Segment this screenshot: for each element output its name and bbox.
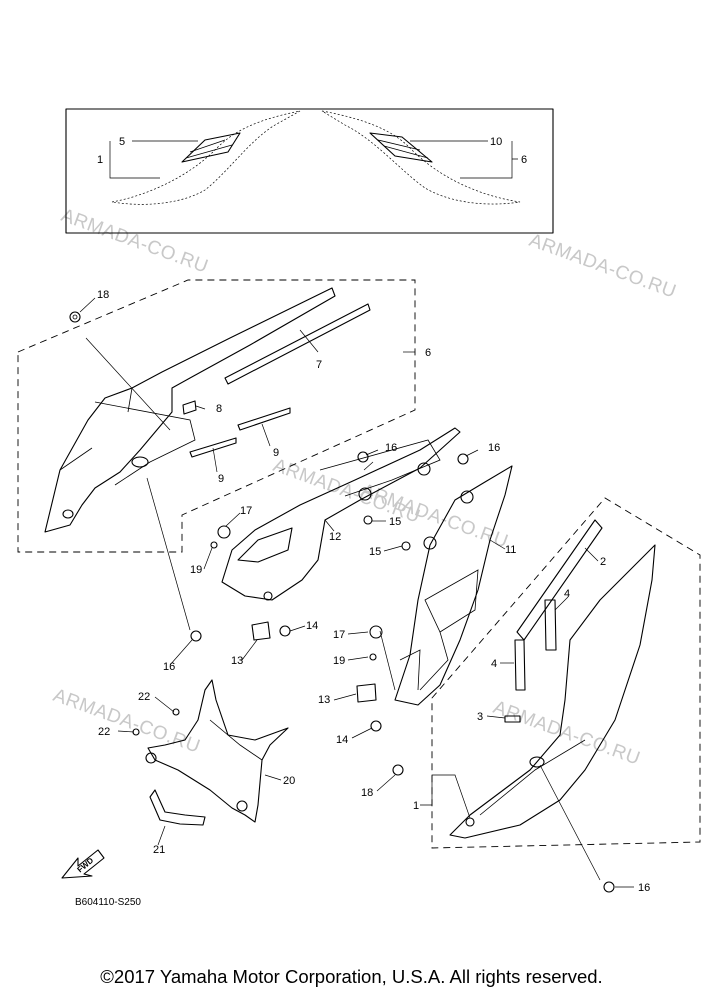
callout-label: 20 [283, 775, 295, 787]
watermark: ARMADA-CO.RU [490, 697, 643, 770]
fastener-parts [132, 451, 615, 893]
copyright-notice: ©2017 Yamaha Motor Corporation, U.S.A. A… [100, 966, 603, 987]
callout-label: 14 [336, 734, 348, 746]
watermark: ARMADA-CO.RU [358, 480, 511, 553]
callout-label: 5 [119, 136, 125, 148]
callout-label: 16 [488, 442, 500, 454]
callout-label: 6 [425, 347, 431, 359]
group-outline-lower [431, 497, 701, 849]
callout-label: 22 [138, 691, 150, 703]
decal-inset [65, 108, 554, 234]
molding-part [149, 789, 206, 826]
callout-label: 3 [477, 711, 483, 723]
callout-label: 21 [153, 844, 165, 856]
fwd-arrow-icon: FWD [61, 849, 105, 879]
callout-label: 22 [98, 726, 110, 738]
watermark: ARMADA-CO.RU [58, 205, 211, 278]
callout-label: 4 [564, 588, 570, 600]
bolt-part [69, 311, 81, 323]
callout-label: 13 [318, 694, 330, 706]
callout-label: 1 [413, 800, 419, 812]
callout-label: 9 [273, 447, 279, 459]
callout-label: 17 [333, 629, 345, 641]
callout-label: 19 [190, 564, 202, 576]
side-cowl-part [449, 519, 656, 839]
leader-lines [85, 329, 634, 888]
watermark: ARMADA-CO.RU [50, 685, 203, 758]
callout-label: 16 [385, 442, 397, 454]
callout-labels: 5 1 10 6 18 7 6 8 9 9 16 16 17 12 15 15 … [97, 136, 650, 894]
callout-label: 6 [521, 154, 527, 166]
inner-panel-part [221, 427, 461, 601]
upper-cowling-part [44, 287, 371, 533]
callout-label: 18 [97, 289, 109, 301]
callout-label: 4 [491, 658, 497, 670]
callout-label: 2 [600, 556, 606, 568]
callout-label: 8 [216, 403, 222, 415]
callout-label: 1 [97, 154, 103, 166]
side-panel-part [394, 465, 513, 706]
watermark: ARMADA-CO.RU [526, 230, 679, 303]
callout-label: 9 [218, 473, 224, 485]
callout-label: 15 [389, 516, 401, 528]
callout-label: 12 [329, 531, 341, 543]
callout-label: 7 [316, 359, 322, 371]
callout-label: 15 [369, 546, 381, 558]
group-outline-upper [17, 279, 416, 553]
callout-label: 16 [638, 882, 650, 894]
lower-fairing-part [145, 679, 289, 823]
callout-label: 14 [306, 620, 318, 632]
callout-label: 13 [231, 655, 243, 667]
callout-label: 18 [361, 787, 373, 799]
callout-label: 16 [163, 661, 175, 673]
callout-label: 19 [333, 655, 345, 667]
callout-label: 11 [505, 544, 516, 556]
diagram-code: B604110-S250 [75, 897, 141, 908]
callout-label: 17 [240, 505, 252, 517]
callout-label: 10 [490, 136, 502, 148]
